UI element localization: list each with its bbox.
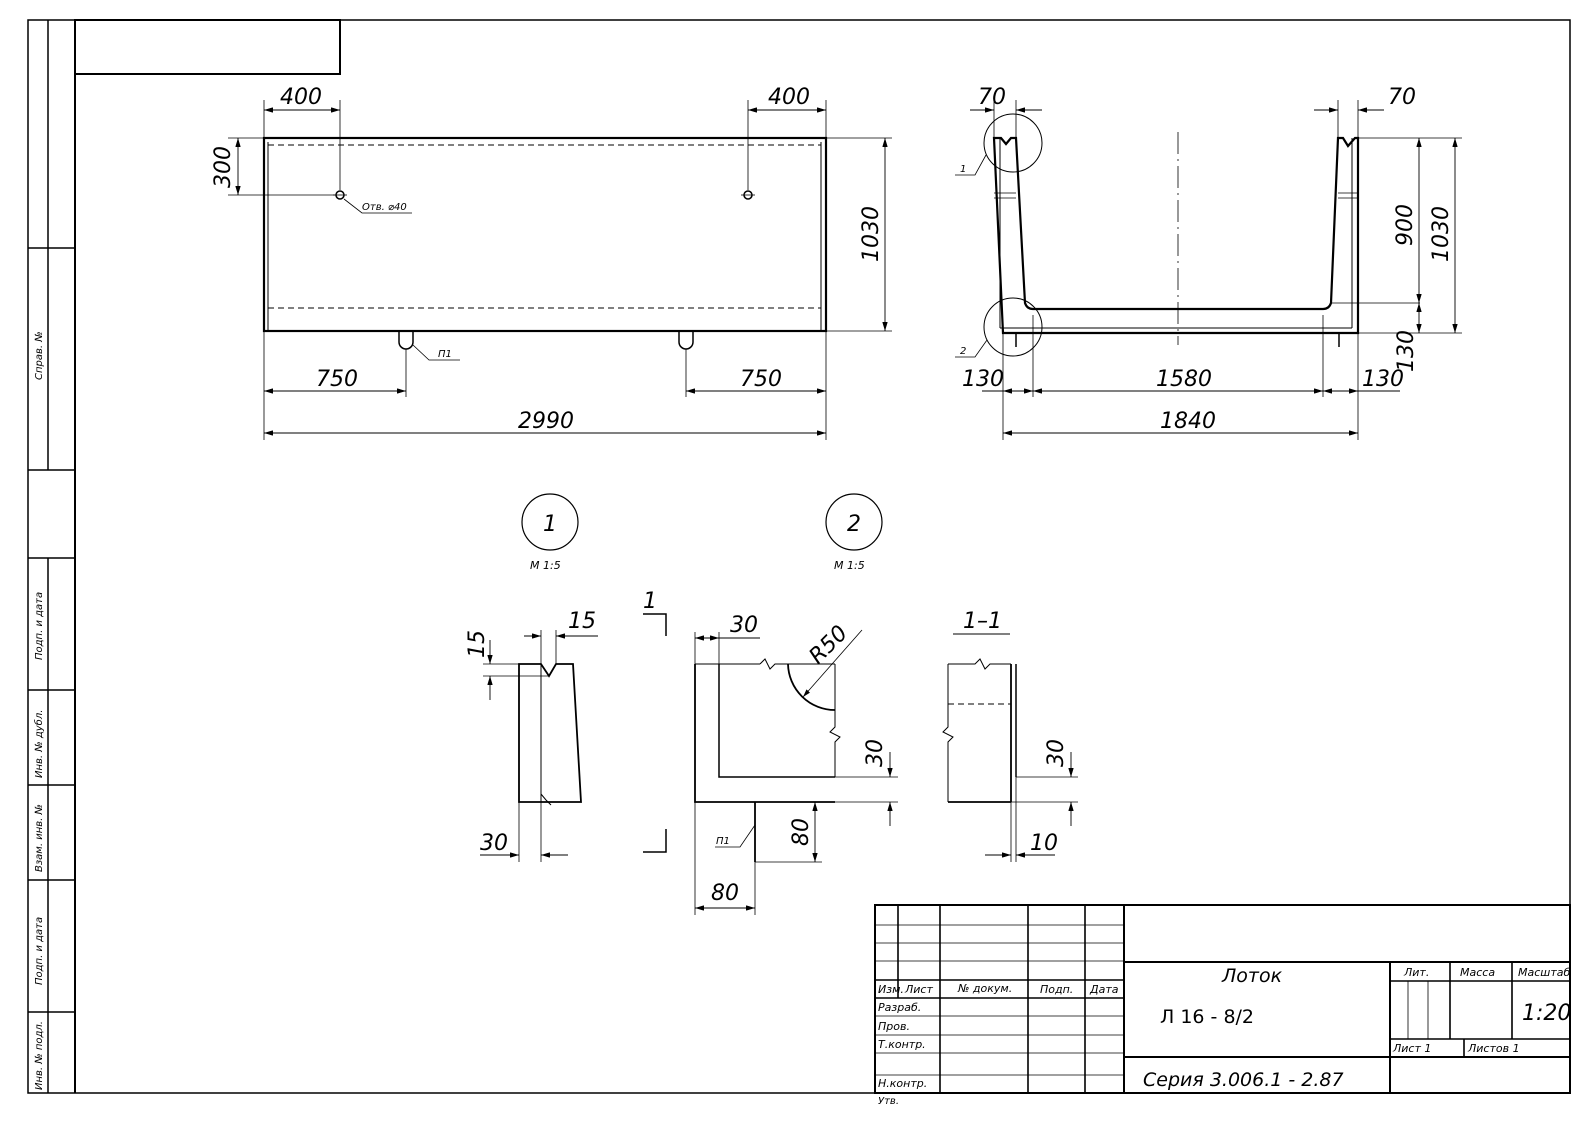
callout-circle-1 (983, 113, 1043, 173)
front-dim-300: 300 (211, 146, 236, 188)
tb-designation: Л 16 - 8/2 (1160, 1006, 1254, 1028)
front-dim-400-left: 400 (280, 85, 322, 110)
detail-2-dim-30-top: 30 (730, 613, 758, 638)
front-dim-1030: 1030 (859, 206, 884, 262)
tb-sheet: Лист 1 (1392, 1042, 1431, 1055)
section-dim-70-left: 70 (978, 85, 1006, 110)
section-dim-1580: 1580 (1156, 367, 1212, 392)
detail-1-dim-15-top: 15 (568, 609, 596, 634)
detail-1-labels: 15 15 30 (465, 609, 596, 856)
tb-lit: Лит. (1403, 966, 1429, 979)
front-view (228, 100, 892, 440)
detail-1 (480, 630, 598, 862)
front-dim-750-right: 750 (740, 367, 782, 392)
detail-2-labels: 1 30 R50 30 П1 80 80 (643, 589, 888, 906)
tb-list: Лист (904, 983, 933, 996)
front-dim-750-left: 750 (316, 367, 358, 392)
section-1-1 (942, 633, 1078, 862)
side-podp-data-2: Подп. и дата (34, 917, 45, 985)
sheet-frame (27, 19, 1571, 1094)
detail-2-circle (825, 493, 883, 551)
side-inv-dubl: Инв. № дубл. (33, 710, 45, 778)
section-dim-70-right: 70 (1388, 85, 1416, 110)
section-dim-1030: 1030 (1429, 206, 1454, 262)
tb-masshtab: Масштаб (1518, 966, 1570, 979)
detail-1-number: 1 (543, 512, 557, 537)
section-dim-130-bottom-right: 130 (1394, 330, 1419, 372)
tb-n-kontr: Н.контр. (878, 1077, 927, 1090)
tb-name: Лоток (1221, 965, 1283, 987)
loop-right (678, 331, 694, 350)
detail-1-dim-15-left: 15 (465, 630, 490, 658)
front-dim-400-right: 400 (768, 85, 810, 110)
detail-2-dim-30-right: 30 (863, 739, 888, 767)
detail-2-loop-label: П1 (716, 836, 730, 847)
tb-scale-value: 1:20 (1522, 1001, 1571, 1026)
detail-1-outline (518, 663, 582, 803)
section-1-1-labels: 1–1 30 10 (963, 609, 1069, 856)
detail-2-dim-80-horiz: 80 (711, 881, 739, 906)
loop-left (398, 331, 414, 350)
front-dim-2990: 2990 (518, 409, 574, 434)
tb-massa: Масса (1460, 966, 1495, 979)
section-dim-1840: 1840 (1160, 409, 1216, 434)
section-view (955, 100, 1462, 440)
detail-1-scale: М 1:5 (530, 559, 561, 572)
detail-1-circle (521, 493, 579, 551)
detail-2-number: 2 (847, 512, 861, 537)
detail-2 (643, 613, 898, 915)
section-view-labels: 70 70 1 2 900 1030 130 130 1580 130 1840 (960, 85, 1454, 434)
tb-sheets: Листов 1 (1467, 1042, 1520, 1055)
tb-razrab: Разраб. (878, 1001, 921, 1014)
section-dim-900: 900 (1393, 204, 1418, 246)
section-1-1-title: 1–1 (963, 609, 1002, 634)
detail-2-dim-r50: R50 (805, 621, 853, 669)
section-outline (992, 136, 1360, 335)
callout-circle-2 (983, 297, 1043, 357)
title-block-labels: Изм. Лист № докум. Подп. Дата Разраб. Пр… (878, 965, 1571, 1107)
detail-2-scale: М 1:5 (834, 559, 865, 572)
hole-label: Отв. ⌀40 (362, 202, 407, 213)
callout-label-2: 2 (960, 346, 966, 357)
section-dim-130-left: 130 (962, 367, 1004, 392)
loop-label-front: П1 (438, 349, 452, 360)
detail-markers: 1 М 1:5 2 М 1:5 (521, 493, 883, 572)
tb-izm: Изм. (878, 983, 904, 996)
tb-prov: Пров. (878, 1020, 910, 1033)
side-sprav-no: Справ. № (34, 331, 45, 380)
section-1-1-dim-10: 10 (1030, 831, 1058, 856)
cut-mark-label: 1 (643, 589, 657, 614)
side-podp-data-1: Подп. и дата (34, 592, 45, 660)
title-block (874, 904, 1571, 1094)
side-inv-podl: Инв. № подл. (34, 1021, 45, 1090)
tb-utv: Утв. (878, 1096, 899, 1107)
tb-doc-no: № докум. (957, 982, 1012, 995)
front-view-labels: 400 400 300 Отв. ⌀40 1030 П1 750 750 299… (211, 85, 884, 434)
side-stamp: Справ. № Подп. и дата Инв. № дубл. Взам.… (33, 331, 45, 1090)
tb-data: Дата (1089, 983, 1119, 996)
section-1-1-dim-30: 30 (1044, 739, 1069, 767)
tb-series: Серия 3.006.1 - 2.87 (1143, 1069, 1344, 1091)
detail-2-dim-80-vert: 80 (789, 818, 814, 846)
side-vzam-inv: Взам. инв. № (34, 804, 45, 872)
tb-t-kontr: Т.контр. (878, 1038, 926, 1051)
callout-label-1: 1 (960, 164, 966, 175)
tb-podp: Подп. (1040, 983, 1073, 996)
section-dim-130-right: 130 (1362, 367, 1404, 392)
front-view-outline (262, 136, 828, 333)
detail-1-dim-30: 30 (480, 831, 508, 856)
